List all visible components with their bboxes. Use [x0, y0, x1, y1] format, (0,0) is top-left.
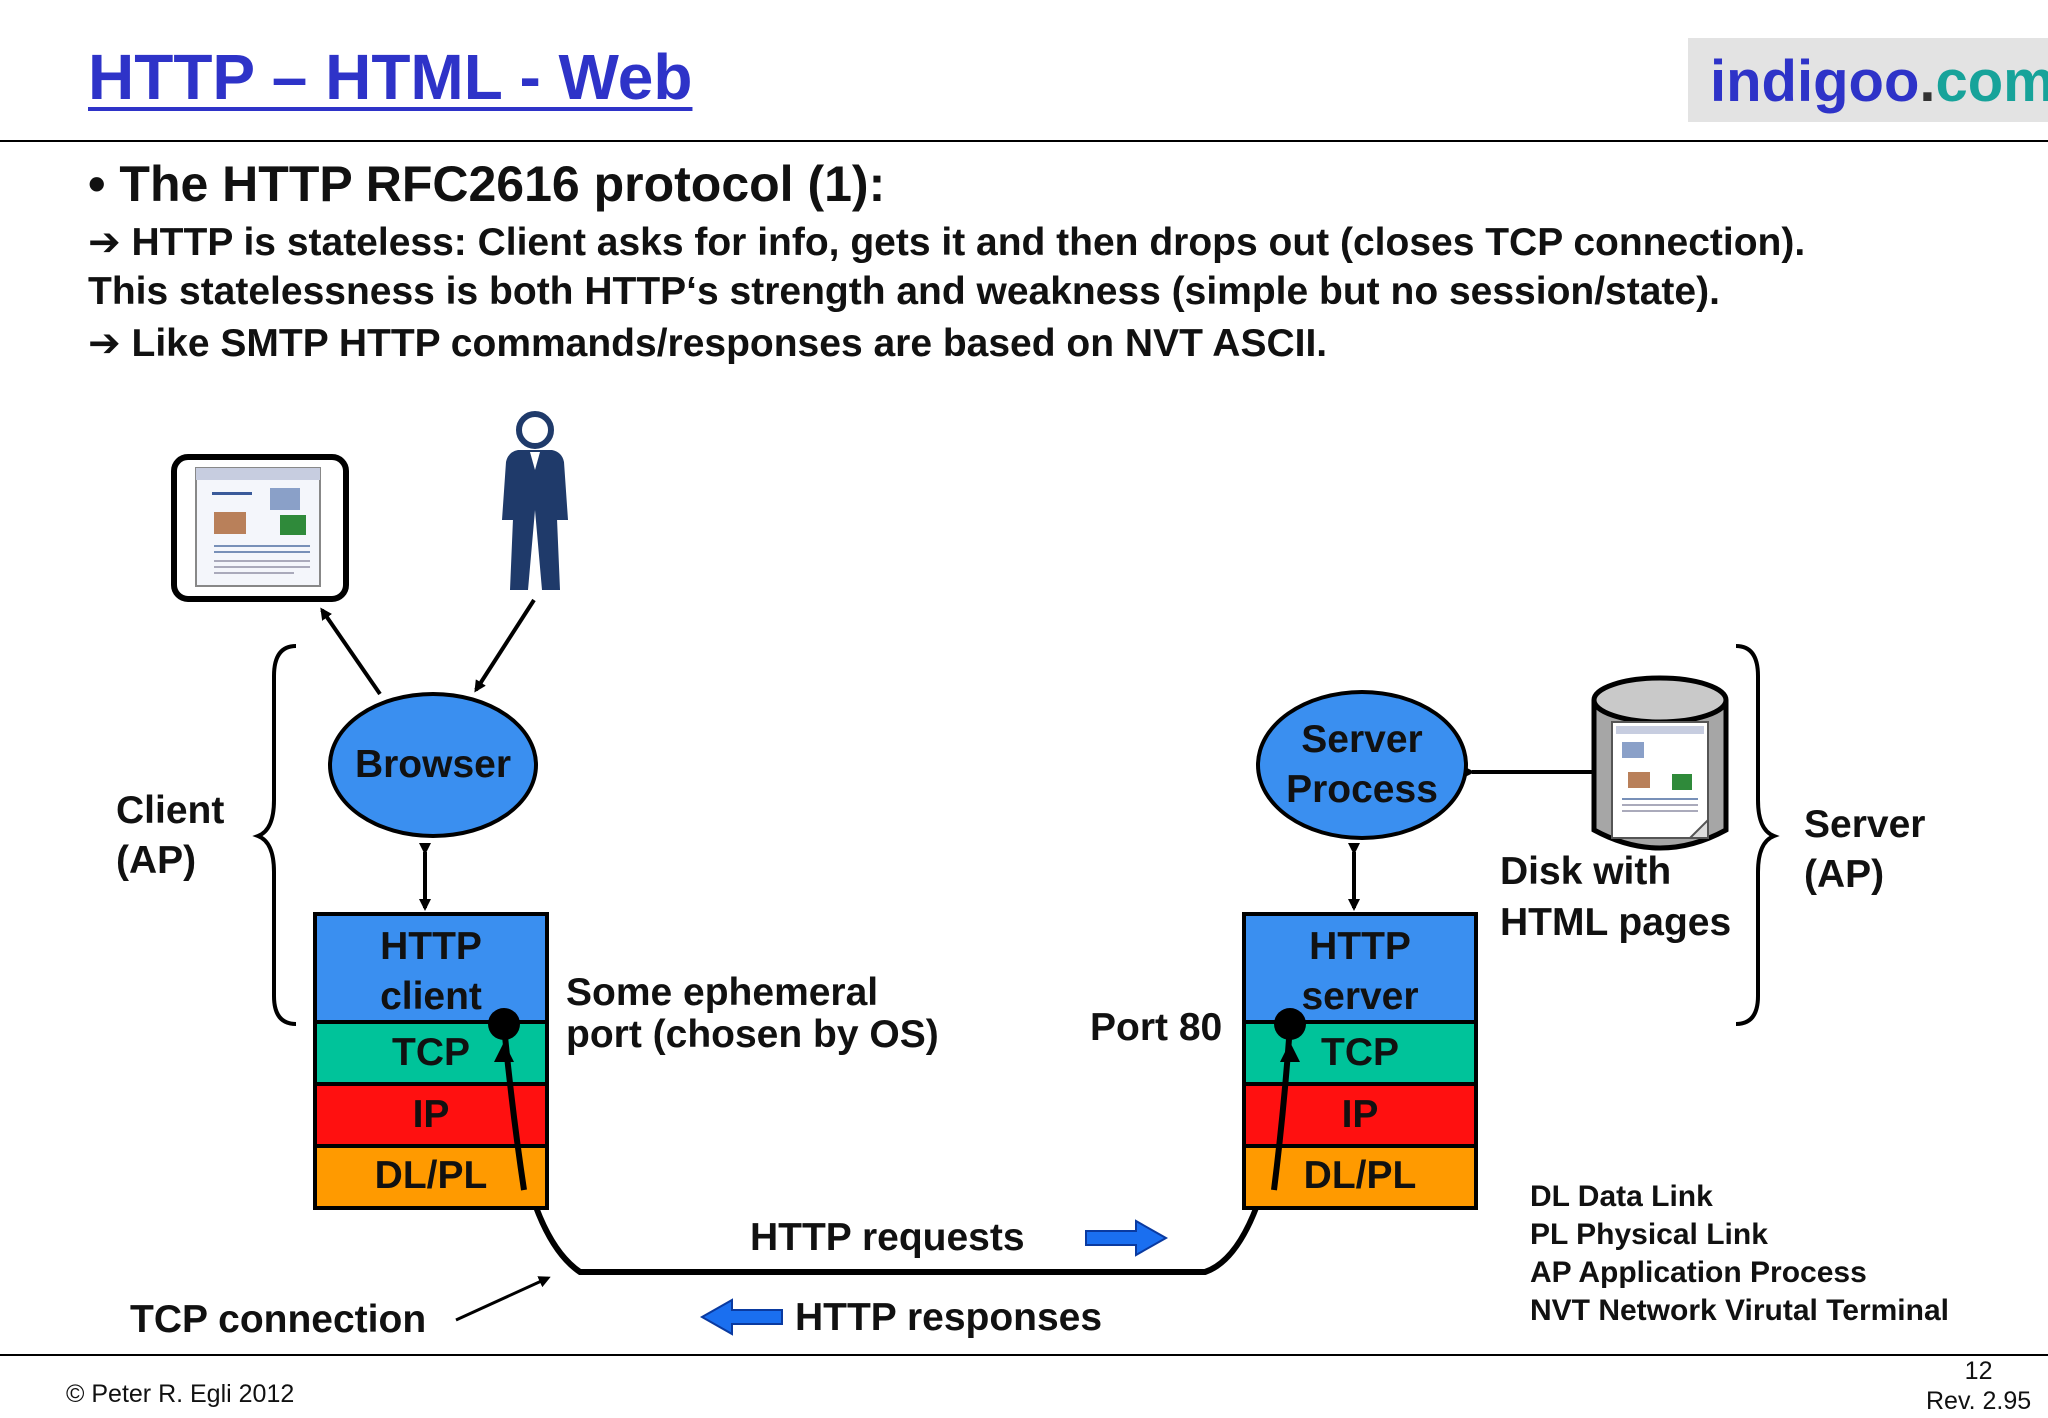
copyright: © Peter R. Egli 2012 — [66, 1380, 295, 1408]
page-info: 12 Rev. 2.95 — [1926, 1356, 2031, 1416]
server-brace — [1735, 644, 1780, 1026]
browser-node: Browser — [328, 692, 538, 838]
disk-icon — [1591, 675, 1729, 851]
legend-item: AP Application Process — [1530, 1256, 1867, 1289]
slide-heading: • The HTTP RFC2616 protocol (1): — [88, 156, 886, 212]
client-ip-layer: IP — [317, 1086, 545, 1148]
client-ap-label: Client (AP) — [116, 789, 225, 882]
footer-rule — [0, 1354, 2048, 1356]
bullet-line-1: ➔ HTTP is stateless: Client asks for inf… — [88, 221, 1806, 264]
client-http-label-1: HTTP — [380, 925, 482, 968]
server-http-layer: HTTP server — [1246, 916, 1474, 1024]
legend-item: PL Physical Link — [1530, 1218, 1768, 1251]
tcp-connection-label: TCP connection — [130, 1298, 427, 1341]
server-ap-label: Server (AP) — [1804, 803, 1926, 896]
http-requests-label: HTTP requests — [750, 1216, 1025, 1259]
browser-label: Browser — [354, 743, 512, 786]
brand-dot: . — [1919, 49, 1936, 114]
server-dl-layer: DL/PL — [1246, 1148, 1474, 1206]
client-tcp-layer: TCP — [317, 1024, 545, 1086]
http-responses-label: HTTP responses — [795, 1296, 1103, 1339]
arrow-left-icon — [699, 1298, 783, 1336]
server-process-label-1: Server — [1301, 718, 1423, 761]
client-protocol-stack: HTTP client TCP IP DL/PL — [313, 912, 549, 1210]
disk-label: Disk with HTML pages — [1500, 850, 1732, 944]
brand-logo: indigoo.com — [1688, 38, 2048, 122]
header-rule — [0, 140, 2048, 142]
server-protocol-stack: HTTP server TCP IP DL/PL — [1242, 912, 1478, 1210]
brand-part1: indigoo — [1710, 49, 1920, 114]
server-http-label-1: HTTP — [1309, 925, 1411, 968]
page-number: 12 — [1964, 1357, 1993, 1385]
revision: Rev. 2.95 — [1926, 1387, 2032, 1415]
legend-item: NVT Network Virutal Terminal — [1530, 1294, 1949, 1327]
client-http-label-2: client — [380, 975, 482, 1018]
bullet-line-3: ➔ Like SMTP HTTP commands/responses are … — [88, 322, 1328, 365]
ephemeral-port-label: Some ephemeral port (chosen by OS) — [566, 971, 939, 1056]
person-icon — [502, 411, 568, 590]
server-tcp-layer: TCP — [1246, 1024, 1474, 1086]
tcp-connection-pointer — [455, 1276, 551, 1322]
server-ip-layer: IP — [1246, 1086, 1474, 1148]
legend-item: DL Data Link — [1530, 1180, 1713, 1213]
monitor-icon — [171, 454, 349, 602]
port-80-label: Port 80 — [1090, 1006, 1223, 1049]
arrow-right-icon — [1085, 1219, 1169, 1257]
client-http-layer: HTTP client — [317, 916, 545, 1024]
client-brace — [252, 644, 297, 1026]
server-process-label-2: Process — [1286, 768, 1438, 811]
person-to-browser-arrow — [474, 598, 536, 693]
brand-part2: com — [1935, 49, 2048, 114]
server-http-label-2: server — [1301, 975, 1419, 1018]
abbreviation-legend: DL Data Link PL Physical Link AP Applica… — [1530, 1178, 1949, 1330]
page-title: HTTP – HTML - Web — [88, 41, 693, 113]
bullet-line-2: This statelessness is both HTTP‘s streng… — [88, 270, 1720, 313]
browser-to-monitor-arrow — [320, 607, 382, 696]
client-dl-layer: DL/PL — [317, 1148, 545, 1206]
